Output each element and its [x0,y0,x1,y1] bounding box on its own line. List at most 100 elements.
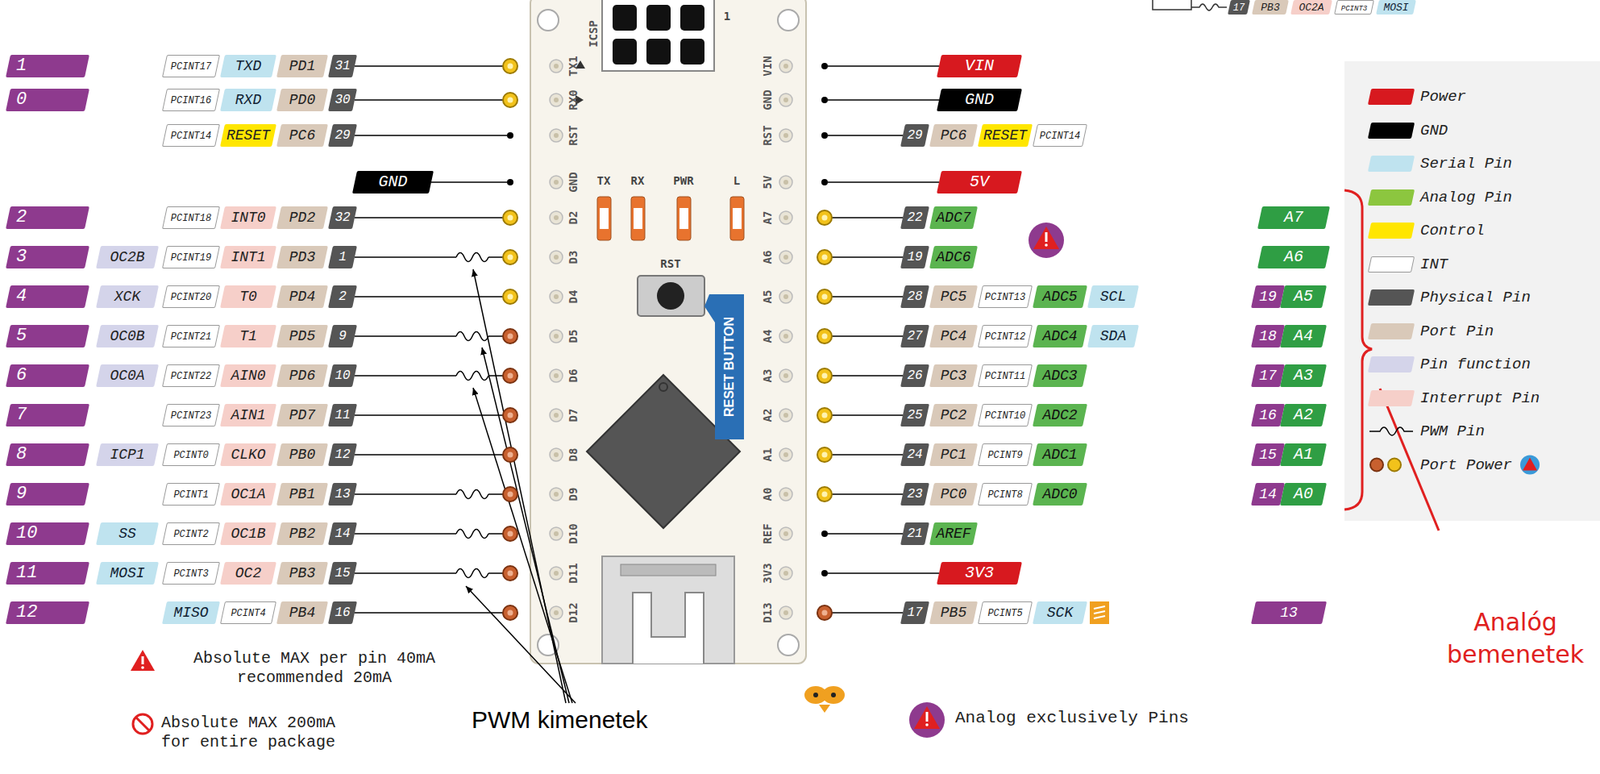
pin-label: VIN [964,54,994,78]
silk-pin-label-text: D12 [566,602,580,623]
wire [354,572,457,574]
gnd-tag: GND [354,170,432,194]
pin-label: 3 [16,245,27,269]
silk-pin-label-text: GND [760,89,774,110]
wire [354,374,457,377]
current-note-text: Absolute MAX 200mA for entire package [161,713,336,752]
pcint-tag: PCINT14 [164,124,218,147]
pin-label: PC0 [940,482,967,506]
header-pad [553,491,559,497]
silk-pin-label: A3 [760,369,774,383]
pin-label: PC3 [940,364,967,387]
serial-pin-tag: MOSI [98,561,157,585]
port-power-pin [507,610,514,616]
pin-label: PB2 [289,522,316,545]
pin-label: AIN1 [230,403,266,427]
pin-label: XCK [114,285,141,308]
wire [827,134,903,137]
analog-pin-tag: ADC7 [931,206,976,229]
legend-warning-icon [1520,455,1540,475]
legend-pwm-sample [1369,427,1413,436]
wire [354,532,457,535]
silk-pin-label-text: A4 [760,329,774,344]
silk-pin-label-text: A6 [760,250,774,265]
header-pad [549,59,563,73]
pin-label: PCINT23 [170,404,212,428]
wire [827,65,940,67]
reset-button-label-text: RESET BUTTON [722,316,736,417]
port-pin-tag: PD2 [278,206,326,229]
header-label: ICSP [586,20,600,48]
pin-label: 25 [906,403,923,427]
legend-swatch [1367,155,1415,172]
pin-label: 7 [16,403,27,427]
header-pad [549,408,563,422]
wire [488,493,503,495]
wire [831,295,903,298]
header-pad [549,329,563,343]
arduino-pin-number: 1 [8,54,88,78]
port-power-pin [817,368,832,383]
wire [827,532,903,535]
wire [827,99,940,101]
analog-pin-tag: ADC6 [931,245,976,269]
legend-text: Pin function [1420,354,1531,375]
physical-pin-tag: 24 [902,443,927,466]
pin-label: PCINT2 [173,523,208,546]
pcint-tag: PCINT3 [164,561,218,585]
analog-callout: Analóg bemenetek [1438,606,1592,671]
header-pad [553,333,559,339]
pcint-tag: PCINT17 [164,54,218,78]
pin-dot [821,132,828,139]
pin-label: A3 [1293,364,1314,387]
physical-pin-tag: 31 [330,54,355,78]
pin-function-tag: OC2B [98,245,157,269]
port-power-pin [822,610,828,616]
pcint-tag: PCINT8 [980,482,1031,506]
header-pad [779,487,793,501]
header-pad [779,211,793,225]
silk-pin-label-text: A2 [760,408,774,423]
pin-label: PC1 [940,443,967,466]
analog-pin-tag: AREF [931,522,976,545]
pcint-tag: PCINT23 [164,403,218,427]
port-pin-tag: PD1 [278,54,326,78]
led-label: RX [631,174,645,188]
legend-text: Port Pin [1420,321,1494,341]
silk-pin-label-text: D11 [566,562,580,583]
serial-pin-tag: RXD [222,88,275,112]
legend-text: Interrupt Pin [1420,388,1540,408]
arduino-pin-number: 14 [1253,482,1283,506]
arduino-pin-number: 0 [8,88,88,112]
pin-label: 5 [16,324,27,348]
cropped-pin-row [1152,0,1227,11]
header-pad [553,610,559,616]
pin-label: SDA [1100,324,1127,348]
silk-pin-label-text: VIN [760,55,774,76]
port-power-pin [822,254,828,261]
warning-icon [909,702,945,738]
silk-pin-label: D12 [566,602,580,623]
pin-label: 16 [1259,403,1277,427]
silk-pin-label: A0 [760,487,774,502]
analog-pin-tag: ADC5 [1034,285,1085,308]
header-pad [549,369,563,383]
port-pin-tag: PC6 [931,124,976,147]
led-label-text: PWR [673,174,694,188]
pin-label: 11 [334,403,350,427]
port-pin-tag: PC5 [931,285,976,308]
wire [827,181,940,183]
led-label-text: TX [597,174,611,188]
pin-label: 26 [906,364,923,387]
pin-label: ICP1 [109,443,145,466]
pcint-tag: PCINT4 [222,601,275,624]
pin-label: 28 [906,285,923,308]
header-pad [549,128,563,142]
analog-input-tag: A5 [1282,285,1325,308]
sck-icon [1089,601,1110,624]
port-power-pin [817,289,832,304]
pin-label: PD7 [289,403,316,427]
header-pad [783,63,789,69]
port-pin-tag: PD3 [278,245,326,269]
pin-dot [507,178,514,186]
